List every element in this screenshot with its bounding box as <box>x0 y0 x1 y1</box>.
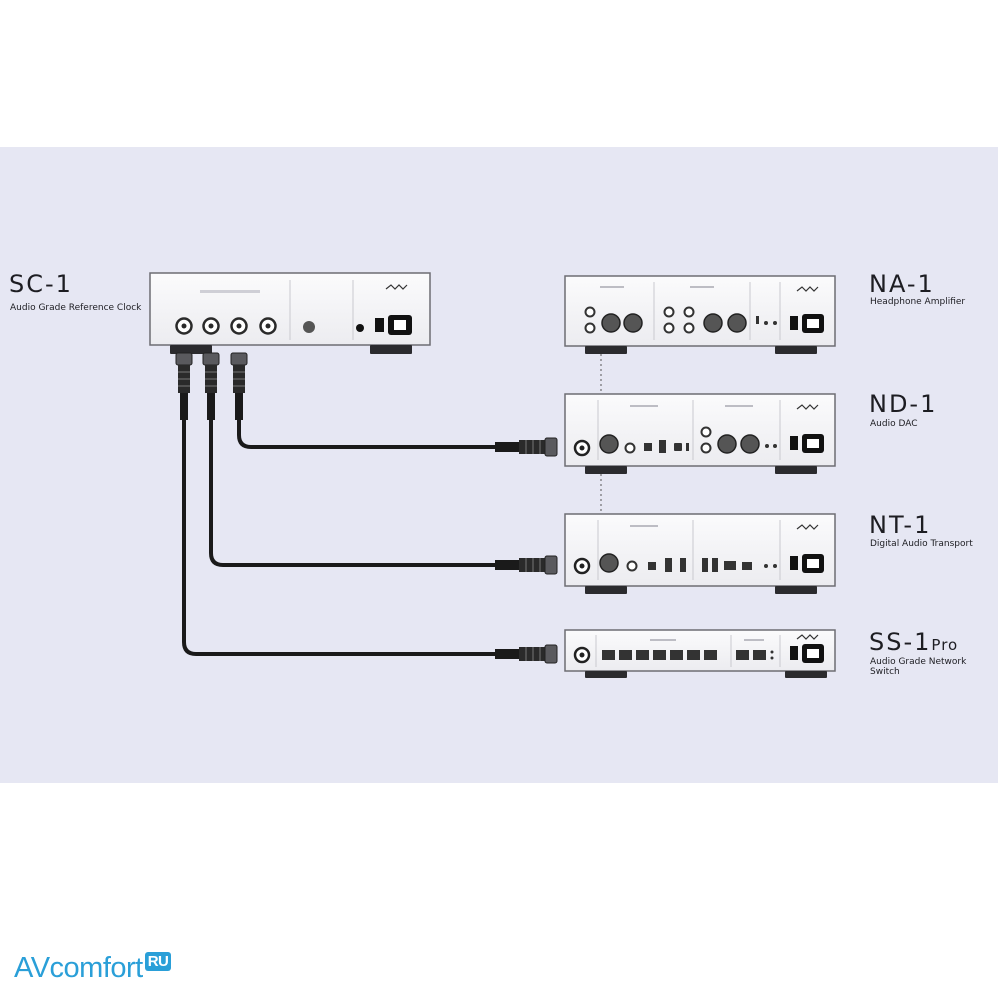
nt1-logo-icon <box>796 524 819 530</box>
ss1-name: SS-1 <box>869 628 932 656</box>
nd1-foot-left <box>585 466 627 474</box>
na1-foot-right <box>775 346 817 354</box>
bnc-plug-nd1-in <box>495 437 558 457</box>
nt1-subtitle: Digital Audio Transport <box>870 539 973 549</box>
sc1-power-switch-icon <box>375 318 384 332</box>
na1-name: NA-1 <box>869 270 935 298</box>
nt1-foot-left <box>585 586 627 594</box>
ss1-name-wrap: SS-1Pro <box>869 628 958 656</box>
ss1-logo-icon <box>796 634 819 640</box>
sc1-foot-left <box>170 345 212 354</box>
na1-subtitle: Headphone Amplifier <box>870 297 966 307</box>
sc1-dc-jack-icon <box>356 324 364 332</box>
nt1-unit <box>564 513 836 594</box>
cable-sc1-to-ss1 <box>182 420 497 656</box>
sc1-clock-outputs <box>175 317 277 335</box>
watermark-text: AVcomfort <box>14 952 143 984</box>
nd1-name: ND-1 <box>869 390 938 418</box>
bnc-plug-ss1-in <box>495 644 558 664</box>
nd1-foot-right <box>775 466 817 474</box>
nd1-unit <box>564 393 836 474</box>
bnc-plug-sc1-out3 <box>230 352 248 420</box>
nd1-logo-icon <box>796 404 819 410</box>
nd1-power-switch-icon <box>790 436 798 450</box>
sc1-foot-right <box>370 345 412 354</box>
ss1-power-switch-icon <box>790 646 798 660</box>
ss1-foot-right <box>785 671 827 678</box>
bnc-plug-nt1-in <box>495 555 558 575</box>
nt1-power-switch-icon <box>790 556 798 570</box>
bnc-plug-sc1-out1 <box>175 352 193 420</box>
watermark-badge: RU <box>144 952 172 972</box>
nt1-name: NT-1 <box>869 511 932 539</box>
na1-foot-left <box>585 346 627 354</box>
nd1-subtitle: Audio DAC <box>870 419 918 429</box>
ss1-name-suffix: Pro <box>931 636 959 654</box>
nt1-foot-right <box>775 586 817 594</box>
ss1-unit <box>564 629 836 678</box>
sc1-unit <box>149 272 431 354</box>
na1-logo-icon <box>796 286 819 292</box>
cable-sc1-to-nt1 <box>209 420 497 567</box>
sc1-name: SC-1 <box>9 270 73 298</box>
cable-sc1-to-nd1 <box>237 420 497 449</box>
sc1-port-icon <box>303 321 315 333</box>
bnc-plug-sc1-out2 <box>202 352 220 420</box>
ss1-ethernet-ports <box>602 650 766 660</box>
sc1-subtitle: Audio Grade Reference Clock <box>10 303 142 313</box>
ss1-foot-left <box>585 671 627 678</box>
na1-unit <box>564 275 836 354</box>
na1-power-switch-icon <box>790 316 798 330</box>
ss1-subtitle: Audio Grade Network Switch <box>870 657 967 677</box>
sc1-logo-icon <box>385 284 408 290</box>
